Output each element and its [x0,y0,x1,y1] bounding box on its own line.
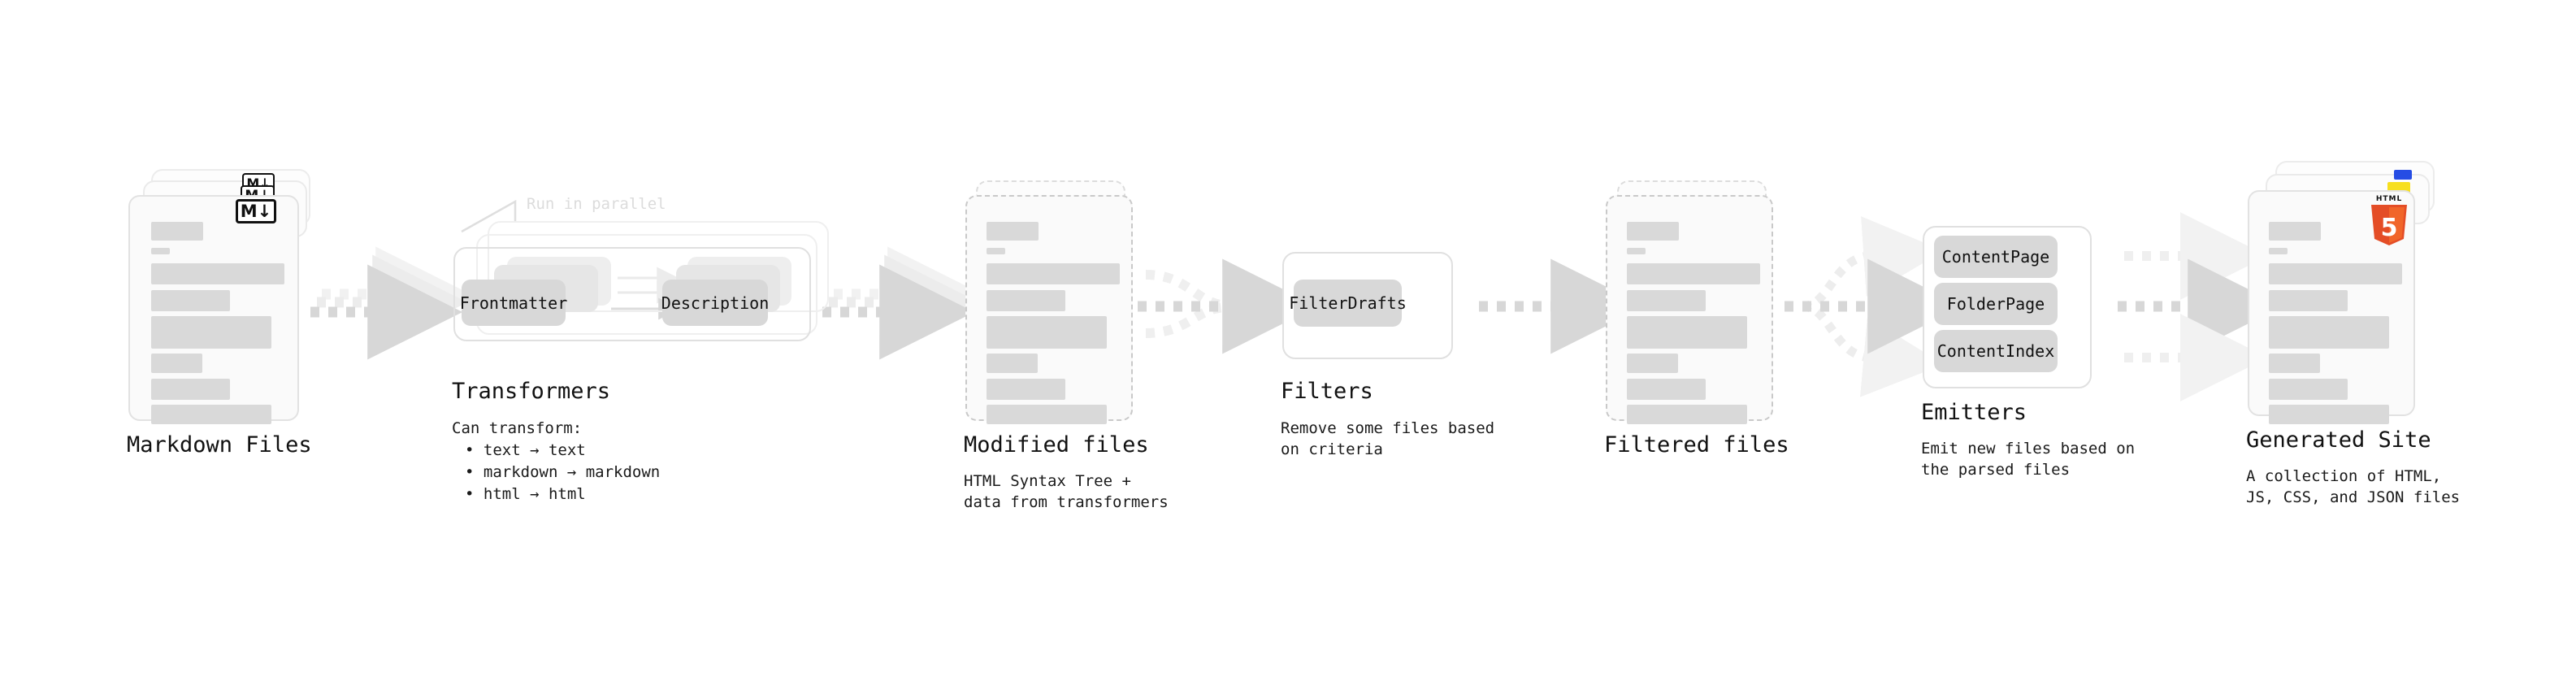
doc-skeleton-bar [2269,354,2320,373]
run-in-parallel-note: Run in parallel [527,195,666,213]
modified-files-desc-line1: HTML Syntax Tree + [964,472,1131,490]
transformers-desc-item-2: • html → html [465,485,586,503]
filters-desc-line1: Remove some files based [1281,419,1495,437]
markdown-icon: M↓ [236,199,276,223]
doc-skeleton-bar [151,263,284,284]
emitters-desc-line1: Emit new files based on [1921,440,2136,458]
doc-skeleton-bar [151,316,271,349]
doc-skeleton-bar [151,222,203,241]
doc-skeleton-bar [1627,316,1747,349]
arrow-emitters-to-site [2118,212,2283,401]
modified-card-front [965,195,1133,424]
doc-skeleton-bar [1627,263,1760,284]
arrow-modified-to-filters [1138,258,1318,354]
doc-skeleton-bar [151,379,230,400]
doc-skeleton-bar [987,290,1065,311]
arrow-markdown-to-transformers [310,246,471,360]
site-card-front [2248,190,2415,424]
stage-title-transformers: Transformers [452,379,611,404]
stage-title-emitters: Emitters [1921,400,2027,425]
markdown-icon-arrow-main: ↓ [257,202,272,221]
doc-skeleton-bar [1627,248,1646,254]
svg-text:5: 5 [2381,214,2398,242]
stage-title-filtered-files: Filtered files [1604,432,1789,458]
doc-skeleton-bar [1627,354,1678,373]
doc-skeleton-bar [987,222,1039,241]
transformers-panel-front [453,247,811,341]
generated-site-desc-line1: A collection of HTML, [2246,467,2442,485]
doc-skeleton-bar [987,248,1005,254]
transformer-chip-frontmatter[interactable]: Frontmatter [460,280,567,326]
doc-skeleton-bar [1627,290,1706,311]
doc-skeleton-bar [2269,316,2389,349]
doc-skeleton-bar [2269,405,2389,424]
doc-skeleton-bar [987,354,1038,373]
markdown-card-front [128,195,299,424]
doc-skeleton-bar [151,248,170,254]
filters-desc-line2: on criteria [1281,440,1383,458]
emitter-chip-contentindex[interactable]: ContentIndex [1934,330,2058,372]
transformers-panel-back [488,221,829,312]
filter-chip-filterdrafts[interactable]: FilterDrafts [1289,280,1407,327]
stage-title-modified-files: Modified files [964,432,1149,458]
emitters-desc-line2: the parsed files [1921,461,2071,479]
doc-skeleton-bar [2269,263,2402,284]
doc-skeleton-bar [987,379,1065,400]
doc-skeleton-bar [987,405,1107,424]
doc-skeleton-bar [2269,222,2321,241]
markdown-icon-letter-main: M [240,202,258,221]
emitter-chip-contentpage[interactable]: ContentPage [1934,236,2058,278]
doc-skeleton-bar [2269,290,2348,311]
doc-skeleton-bar [151,290,230,311]
arrow-filtered-to-emitters [1785,216,1963,397]
doc-skeleton-bar [2269,248,2288,254]
transformer-chip-description[interactable]: Description [661,280,769,326]
doc-skeleton-bar [2269,379,2348,400]
doc-skeleton-bar [1627,222,1679,241]
doc-skeleton-bar [1627,405,1747,424]
doc-skeleton-bar [151,354,202,373]
doc-skeleton-bar [151,405,271,424]
stage-title-generated-site: Generated Site [2246,427,2431,453]
arrow-transformers-to-modified [822,246,983,360]
html5-icon-wordmark: HTML [2375,195,2403,203]
stage-title-markdown-files: Markdown Files [127,432,312,458]
transformers-desc-heading: Can transform: [452,419,583,437]
html5-icon: HTML 5 [2366,195,2412,245]
stage-title-filters: Filters [1281,379,1373,404]
generated-site-desc-line2: JS, CSS, and JSON files [2246,488,2461,506]
css3-icon [2394,170,2412,180]
filtered-card-front [1606,195,1773,424]
transformers-desc-item-1: • markdown → markdown [465,463,661,481]
doc-skeleton-bar [1627,379,1706,400]
modified-files-desc-line2: data from transformers [964,493,1169,511]
doc-skeleton-bar [987,316,1107,349]
transformers-desc-item-0: • text → text [465,441,586,459]
doc-skeleton-bar [987,263,1120,284]
emitter-chip-folderpage[interactable]: FolderPage [1934,283,2058,325]
